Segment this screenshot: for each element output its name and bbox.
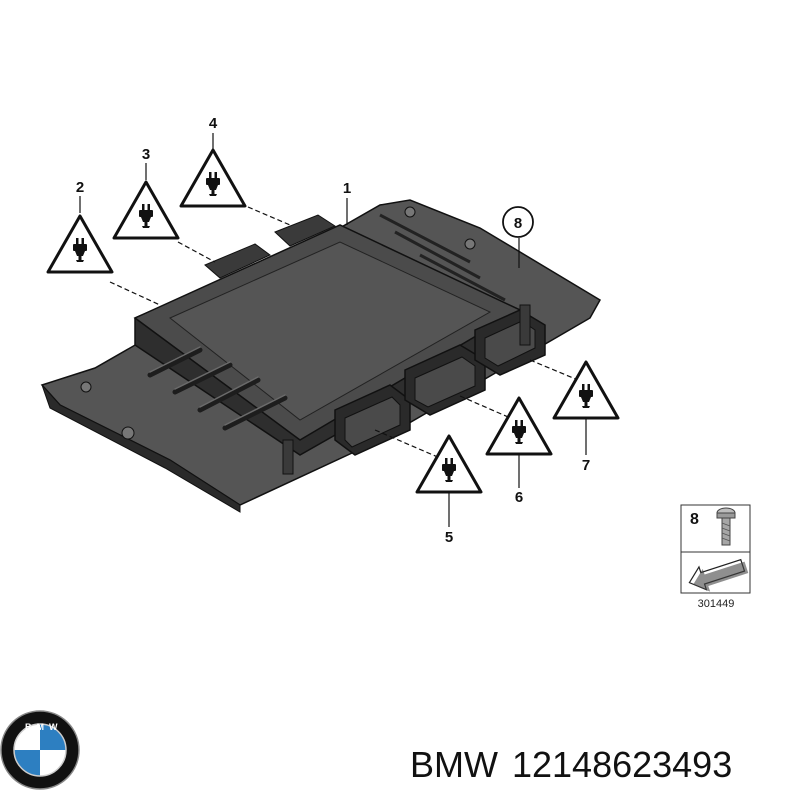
connector-housing <box>334 309 546 456</box>
leader-lines <box>79 133 591 527</box>
callout-5: 5 <box>445 529 453 546</box>
hardware-legend: 8 301449 <box>680 504 751 610</box>
part-caption: BMW 12148623493 <box>410 735 732 795</box>
legend-part-label: 8 <box>690 511 699 528</box>
control-unit-housing <box>133 214 546 475</box>
callout-3: 3 <box>142 146 150 163</box>
callout-7: 7 <box>582 457 590 474</box>
figure-number: 301449 <box>698 598 735 610</box>
connector-warning-symbol-2 <box>46 214 114 274</box>
connector-warning-symbol-7 <box>552 360 620 420</box>
callout-8: 8 <box>514 215 522 232</box>
connector-warning-symbol-4 <box>179 148 247 208</box>
callout-8-circle <box>502 206 534 238</box>
callout-4: 4 <box>209 115 218 132</box>
connector-warning-symbol-6 <box>485 396 553 456</box>
connector-warning-symbol-5 <box>415 434 483 494</box>
screw-icon <box>716 507 736 546</box>
callout-6: 6 <box>515 489 523 506</box>
arrow-icon <box>688 558 749 592</box>
callout-1: 1 <box>343 180 351 197</box>
callout-2: 2 <box>76 179 84 196</box>
connector-warning-symbol-3 <box>112 180 180 240</box>
part-number: 12148623493 <box>511 744 733 785</box>
bmw-logo: BMW <box>0 710 80 790</box>
logo-lettering: BMW <box>25 722 63 732</box>
brand-name: BMW <box>410 744 498 785</box>
